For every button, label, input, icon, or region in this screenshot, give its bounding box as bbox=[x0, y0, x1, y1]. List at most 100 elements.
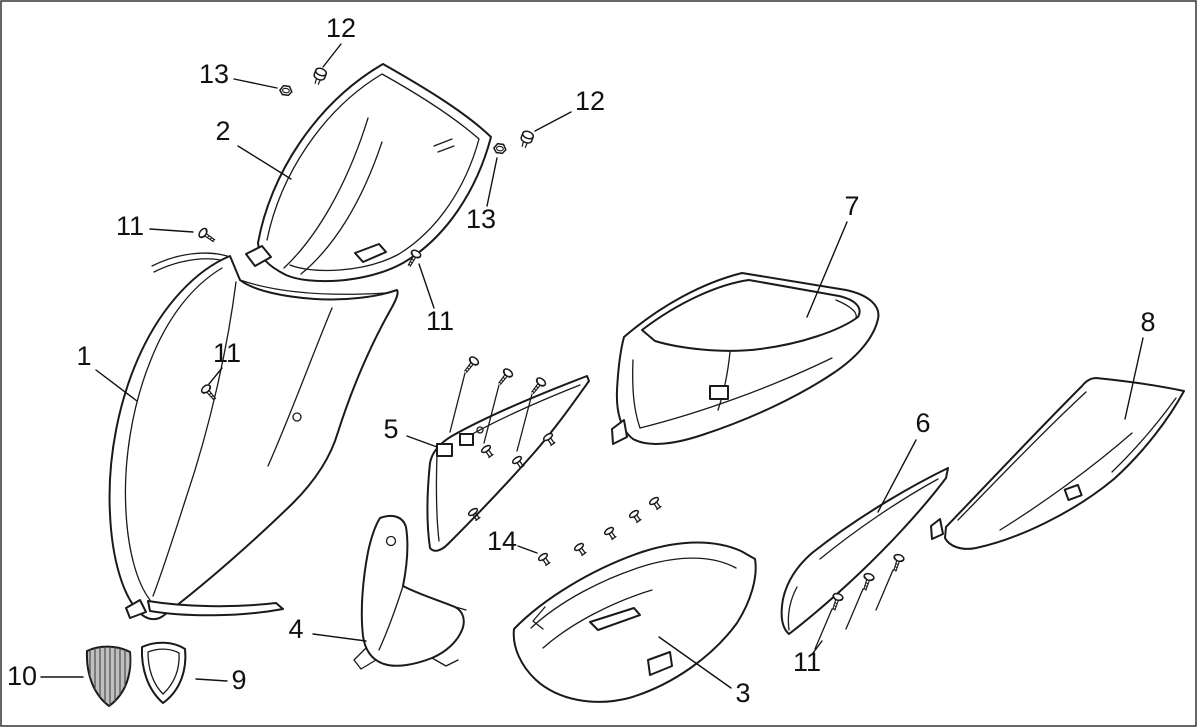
callout-11-middle: 11 bbox=[426, 306, 454, 336]
part-10-mesh-shield bbox=[85, 645, 132, 708]
screw-11-d3 bbox=[889, 552, 906, 574]
callout-12-right: 12 bbox=[575, 86, 605, 116]
fairing-nose-crease bbox=[152, 281, 237, 597]
blade-left-edge bbox=[787, 586, 798, 631]
stay-hole bbox=[476, 426, 484, 434]
fairing-foot bbox=[125, 599, 147, 619]
lower-fairing-tab bbox=[647, 651, 673, 676]
cowl-rim bbox=[835, 299, 857, 319]
leader-line-5 bbox=[406, 435, 438, 448]
stay-outline bbox=[426, 375, 590, 552]
part-4-bracket bbox=[353, 514, 467, 670]
screw-alignment-lines-stay bbox=[449, 372, 533, 452]
panel8-tip-line bbox=[1111, 397, 1177, 473]
leader-line-11a bbox=[149, 228, 194, 233]
callout-2: 2 bbox=[215, 116, 230, 146]
screw-11-d2 bbox=[859, 571, 876, 593]
leader-line-3 bbox=[658, 636, 732, 689]
fairing-lower-stay bbox=[147, 600, 284, 617]
shield-outline bbox=[140, 641, 187, 704]
callout-11-bottomright: 11 bbox=[793, 647, 821, 677]
callout-13-lower: 13 bbox=[466, 204, 496, 234]
leader-line-13a bbox=[233, 78, 278, 89]
cowl-tab bbox=[611, 419, 628, 445]
callout-6: 6 bbox=[915, 408, 930, 438]
part-9-shield bbox=[140, 641, 187, 704]
blade-outline bbox=[780, 467, 949, 635]
callout-12-top: 12 bbox=[326, 13, 356, 43]
stay-tab-2 bbox=[459, 433, 474, 446]
part-1-front-fairing bbox=[108, 252, 399, 621]
fairing-left-inner-edge bbox=[124, 267, 223, 601]
callout-11-fairing: 11 bbox=[213, 338, 241, 368]
callout-8: 8 bbox=[1140, 307, 1155, 337]
clip-14-6 bbox=[572, 541, 589, 558]
leader-line-1 bbox=[95, 369, 138, 402]
screw-alignment-lines-bottom bbox=[814, 569, 894, 650]
leader-line-12b bbox=[534, 111, 572, 132]
clip-14-7 bbox=[602, 525, 619, 542]
shield-inner bbox=[147, 648, 180, 695]
blade-inner-edge bbox=[819, 478, 939, 560]
callout-4: 4 bbox=[288, 614, 303, 644]
leader-line-11d bbox=[812, 640, 823, 654]
leader-line-12a bbox=[322, 43, 342, 68]
leader-line-2 bbox=[237, 145, 292, 180]
leader-line-9 bbox=[195, 678, 228, 682]
windscreen-contour-1 bbox=[283, 117, 369, 269]
leader-line-14 bbox=[517, 545, 538, 554]
fairing-top-edge-inner bbox=[239, 279, 387, 295]
bracket-foot bbox=[353, 647, 377, 670]
cowl-divider bbox=[717, 351, 731, 411]
nut-13-a bbox=[278, 84, 294, 97]
callout-3: 3 bbox=[735, 678, 750, 708]
mesh-shield-outline bbox=[85, 645, 132, 708]
bracket-outline bbox=[360, 514, 465, 667]
windscreen-slot bbox=[433, 138, 455, 153]
callout-9: 9 bbox=[231, 665, 246, 695]
bracket-prong bbox=[431, 605, 467, 667]
part-3-lower-fairing bbox=[512, 541, 757, 703]
clip-14-9 bbox=[647, 495, 664, 512]
fairing-hole bbox=[292, 412, 302, 422]
windscreen-tab-right bbox=[354, 243, 387, 263]
callout-13-left: 13 bbox=[199, 59, 229, 89]
screw-stay-1 bbox=[460, 354, 481, 376]
screw-11-a bbox=[196, 226, 219, 246]
lower-fairing-contour bbox=[542, 589, 653, 649]
leader-line-6 bbox=[877, 439, 917, 513]
cowl-opening bbox=[641, 279, 861, 352]
panel8-slot bbox=[1063, 483, 1083, 502]
windscreen-tab-left bbox=[245, 245, 272, 267]
leader-line-4 bbox=[312, 633, 367, 642]
callout-7: 7 bbox=[844, 191, 859, 221]
part-5-stay-panel bbox=[426, 375, 590, 552]
part-7-rear-cowl bbox=[611, 272, 880, 445]
stay-tab-1 bbox=[436, 443, 453, 457]
panel8-contour bbox=[999, 432, 1133, 531]
fairing-outline bbox=[108, 255, 399, 621]
nut-13-b bbox=[492, 142, 508, 155]
leader-line-11b bbox=[418, 263, 435, 309]
bolt-12-a bbox=[310, 66, 329, 87]
callout-11-upperleft: 11 bbox=[116, 211, 144, 241]
bolt-12-b bbox=[517, 129, 536, 150]
clip-14-5 bbox=[536, 551, 553, 568]
cowl-bottom-contour bbox=[639, 357, 833, 429]
panel8-inner-edge bbox=[957, 391, 1087, 521]
lower-fairing-notch bbox=[532, 606, 546, 630]
part-2-windscreen bbox=[245, 63, 492, 283]
callout-14: 14 bbox=[487, 526, 517, 556]
panel8-outline bbox=[944, 377, 1185, 550]
leader-line-8 bbox=[1124, 337, 1144, 420]
windscreen-inner-edge bbox=[266, 73, 480, 272]
part-8-right-panel bbox=[930, 377, 1185, 550]
bracket-hole bbox=[385, 535, 397, 547]
bracket-crease bbox=[378, 585, 404, 651]
panel8-foot bbox=[930, 518, 944, 540]
lower-fairing-inner-top bbox=[530, 557, 737, 629]
lower-fairing-outline bbox=[512, 541, 757, 703]
